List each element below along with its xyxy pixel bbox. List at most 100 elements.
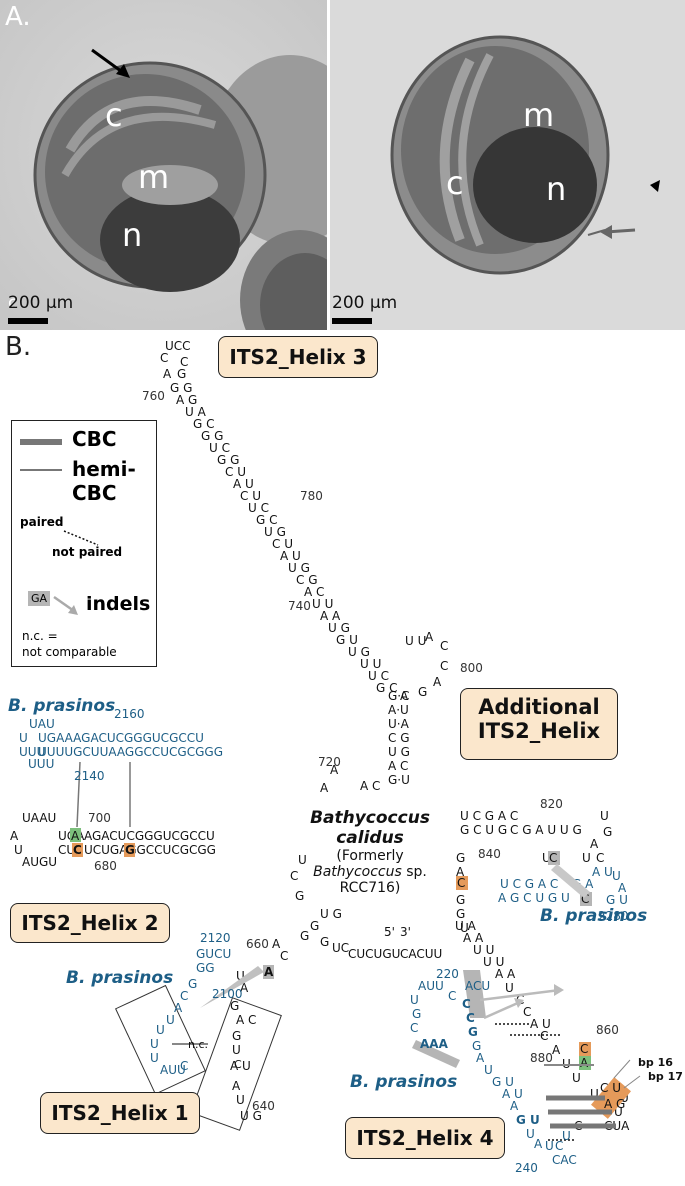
species-label-right: B. prasinos: [540, 906, 648, 926]
svg-text:U: U: [582, 851, 591, 865]
nc-label: n.c.: [188, 1038, 208, 1051]
svg-text:C: C: [466, 1011, 475, 1025]
svg-text:G: G: [188, 977, 197, 991]
svg-text:U: U: [505, 981, 514, 995]
svg-text:C: C: [540, 1029, 548, 1043]
svg-text:U U: U U: [312, 597, 333, 611]
nucleus-label-left: n: [122, 216, 143, 254]
svg-text:G: G: [177, 367, 186, 381]
svg-text:C: C: [457, 876, 465, 890]
svg-text:A: A: [240, 981, 249, 995]
helix1-label: ITS2_Helix 1: [40, 1092, 200, 1134]
additional-helix-label-1: Additional: [478, 695, 600, 719]
num-740: 740: [288, 599, 311, 613]
species-label-helix1: B. prasinos: [66, 968, 174, 988]
svg-text:ACU: ACU: [465, 979, 490, 993]
center-species-label: Bathycoccus calidus (Formerly Bathycoccu…: [300, 808, 440, 896]
svg-text:U: U: [460, 921, 469, 935]
svg-text:G: G: [232, 1029, 241, 1043]
num-820: 820: [540, 797, 563, 811]
num-2140: 2140: [74, 769, 105, 783]
svg-text:GUCU: GUCU: [196, 947, 231, 961]
num-880: 880: [530, 1051, 553, 1065]
svg-text:U: U: [484, 1063, 493, 1077]
scale-label-right: 200 µm: [332, 293, 398, 313]
svg-text:UUU: UUU: [19, 745, 45, 759]
mitochondrion-label-right: m: [523, 96, 555, 134]
svg-text:G·U: G·U: [388, 773, 410, 787]
svg-text:C: C: [581, 892, 589, 906]
svg-text:A: A: [433, 675, 442, 689]
svg-text:G C: G C: [256, 513, 278, 527]
svg-text:C U: C U: [600, 1081, 621, 1095]
right-loop-prasinos: U C G A CA G C U G U G AA U UA G U: [498, 865, 628, 907]
panel-a-label: A.: [5, 2, 31, 32]
center-line-3: (Formerly: [336, 848, 404, 864]
svg-text:A: A: [400, 689, 409, 703]
micrograph-left-image: [0, 0, 327, 330]
svg-text:G C U G: G C U G: [460, 823, 507, 837]
svg-text:A·U: A·U: [388, 703, 409, 717]
svg-text:A: A: [590, 837, 599, 851]
svg-text:U C: U C: [209, 441, 230, 455]
panel-b-label: B.: [5, 332, 32, 362]
chloroplast-label-left: c: [105, 96, 123, 134]
svg-text:G G: G G: [201, 429, 223, 443]
svg-text:U: U: [298, 853, 307, 867]
svg-text:A: A: [534, 1137, 543, 1151]
svg-text:C G A U U G: C G A U U G: [510, 823, 582, 837]
svg-text:G U: G U: [336, 633, 358, 647]
svg-text:G: G: [472, 1039, 481, 1053]
scale-label-left: 200 µm: [8, 293, 74, 313]
svg-text:U: U: [19, 731, 28, 745]
svg-text:U: U: [542, 851, 551, 865]
svg-text:CUUUCUGAGGCCUCGCGG: CUUUCUGAGGCCUCGCGG: [58, 843, 216, 857]
svg-text:A U: A U: [530, 1017, 551, 1031]
svg-text:G: G: [300, 929, 309, 943]
svg-text:C: C: [462, 997, 471, 1011]
svg-text:U: U: [236, 969, 245, 983]
svg-text:C G: C G: [388, 731, 410, 745]
svg-text:CUA: CUA: [604, 1119, 630, 1133]
scale-bar-left: [8, 318, 48, 324]
svg-text:G C: G C: [193, 417, 215, 431]
svg-text:C: C: [448, 989, 456, 1003]
svg-text:A A: A A: [495, 967, 516, 981]
svg-text:U G: U G: [328, 621, 350, 635]
organelle-label-c: c: [8, 293, 18, 313]
svg-text:AAA: AAA: [420, 1037, 449, 1051]
svg-text:U C G A C: U C G A C: [460, 809, 518, 823]
additional-helix-label: Additional ITS2_Helix: [460, 688, 618, 760]
svg-text:G U: G U: [516, 1113, 540, 1127]
helix2-calidus: UAAU AUGAAGACUCGGGUCGCCU UCUUUCUGAGGCCUC…: [10, 811, 216, 869]
additional-helix: U UAC CAG AG·C A·UU·A C GU G A CG·U A CA…: [320, 630, 448, 795]
svg-text:A: A: [272, 937, 281, 951]
svg-text:U: U: [166, 1013, 175, 1027]
svg-text:A: A: [174, 1001, 183, 1015]
svg-text:A: A: [552, 1043, 561, 1057]
center-line-1: Bathycoccus: [310, 808, 430, 828]
svg-text:G G: G G: [217, 453, 239, 467]
svg-text:U C: U C: [368, 669, 389, 683]
svg-text:A G: A G: [604, 1097, 625, 1111]
num-2100: 2100: [212, 987, 243, 1001]
svg-text:AUGU: AUGU: [22, 855, 57, 869]
svg-text:UUUUGCUUAAGGCCUCGCGGG: UUUUGCUUAAGGCCUCGCGGG: [38, 745, 223, 759]
svg-text:AUU: AUU: [418, 979, 444, 993]
num-700: 700: [88, 811, 111, 825]
svg-text:U: U: [236, 1093, 245, 1107]
svg-text:C U: C U: [272, 537, 293, 551]
svg-text:G: G: [295, 889, 304, 903]
svg-text:A U: A U: [502, 1087, 523, 1101]
num-780: 780: [300, 489, 323, 503]
svg-text:U G: U G: [348, 645, 370, 659]
num-860: 860: [596, 1023, 619, 1037]
svg-text:G: G: [412, 1007, 421, 1021]
svg-text:C: C: [555, 1139, 563, 1153]
legend-indels-label: indels: [86, 593, 151, 615]
three-prime: 3': [400, 925, 411, 939]
svg-text:C: C: [549, 851, 557, 865]
